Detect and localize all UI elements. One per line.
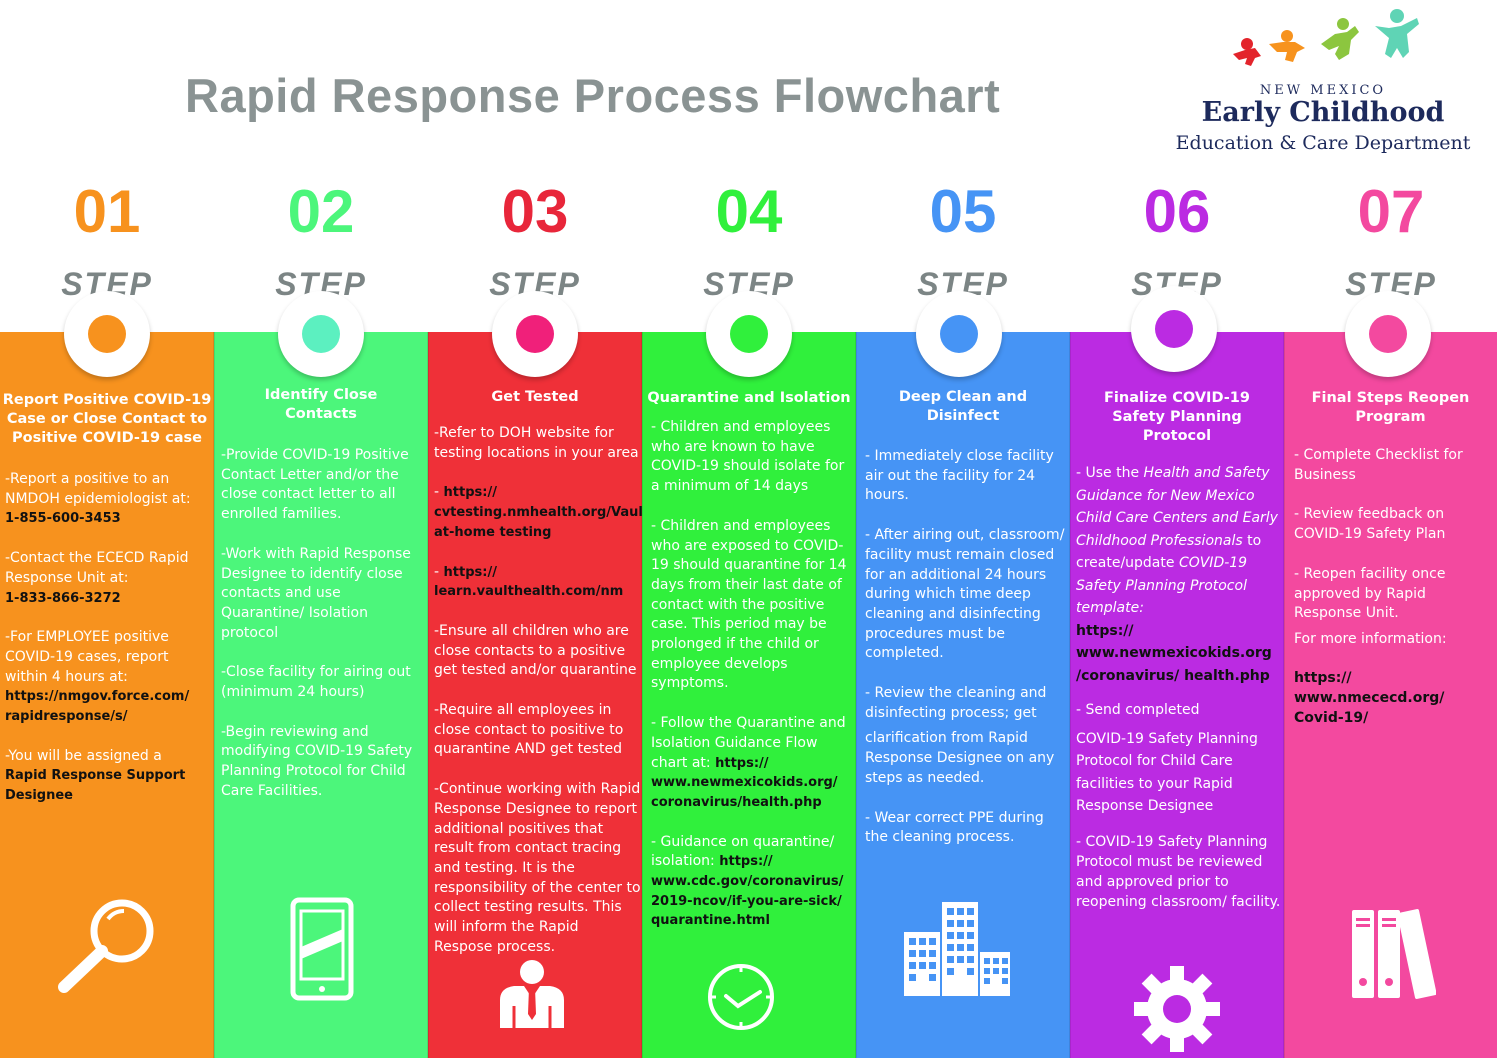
step-header-07: 07 STEP [1284,178,1497,303]
step-number: 07 [1357,178,1425,245]
step-column-03: Get Tested -Refer to DOH website for tes… [428,332,642,1058]
step-title: Identify Close Contacts [264,387,378,422]
step-marker-01 [64,291,150,377]
binders-icon [1352,909,1436,999]
buildings-icon [904,902,1010,996]
step-marker-07 [1345,291,1431,377]
step-header-03: 03 STEP [428,178,642,303]
step-marker-02 [278,291,364,377]
step-body: - Immediately close facility air out the… [865,448,1065,846]
step-header-01: 01 STEP [0,178,214,303]
column-divider [427,332,429,1058]
step-column-07: Final Steps Reopen Program - Complete Ch… [1284,332,1497,1058]
step-title: Finalize COVID-19 Safety Planning Protoc… [1104,390,1250,444]
logo-department: Education & Care Department [1175,132,1471,154]
column-divider [213,332,215,1058]
logo-early-childhood: Early Childhood [1201,97,1445,128]
step-body: -Report a positive to an NMDOH epidemiol… [5,471,191,804]
clock-icon [708,964,774,1030]
step-number: 01 [73,178,141,245]
step-column-01: Report Positive COVID-19 Case or Close C… [0,332,214,1058]
step-body: -Provide COVID-19 Positive Contact Lette… [221,447,413,799]
column-divider [641,332,643,1058]
step-title: Quarantine and Isolation [647,390,851,406]
step-title: Report Positive COVID-19 Case or Close C… [2,392,212,446]
step-body: - Children and employees who are known t… [651,419,847,929]
column-divider [1283,332,1285,1058]
step-header-05: 05 STEP [856,178,1070,303]
step-column-04: Quarantine and Isolation - Children and … [642,332,856,1058]
column-divider [1069,332,1071,1058]
step-column-05: Deep Clean and Disinfect - Immediately c… [856,332,1070,1058]
page-title: Rapid Response Process Flowchart [185,69,1001,122]
step-body: - Use the Health and Safety Guidance for… [1076,465,1281,910]
step-body: - Complete Checklist for Business - Revi… [1294,447,1463,726]
step-title: Final Steps Reopen Program [1311,390,1470,425]
logo-new-mexico: New Mexico [1259,83,1387,98]
step-marker-05 [916,291,1002,377]
step-body: -Refer to DOH website for testing locati… [434,425,642,955]
step-number: 04 [715,178,783,245]
magnifier-icon [58,899,154,993]
step-marker-06 [1131,286,1217,372]
step-title: Get Tested [491,389,579,405]
ecece-logo: New Mexico Early Childhood Education & C… [1165,8,1485,158]
step-number: 02 [287,178,355,245]
step-number: 03 [501,178,569,245]
step-column-06: Finalize COVID-19 Safety Planning Protoc… [1070,332,1284,1058]
gear-icon [1134,966,1220,1052]
step-number: 06 [1143,178,1211,245]
step-marker-04 [706,291,792,377]
column-divider [855,332,857,1058]
step-header-06: 06 STEP [1070,178,1284,303]
step-number: 05 [929,178,997,245]
children-figures-icon [1233,9,1419,66]
step-title: Deep Clean and Disinfect [898,389,1028,424]
tablet-icon [290,897,354,1001]
person-icon [500,960,564,1028]
step-header-04: 04 STEP [642,178,856,303]
step-header-02: 02 STEP [214,178,428,303]
step-marker-03 [492,291,578,377]
step-column-02: Identify Close Contacts -Provide COVID-1… [214,332,428,1058]
